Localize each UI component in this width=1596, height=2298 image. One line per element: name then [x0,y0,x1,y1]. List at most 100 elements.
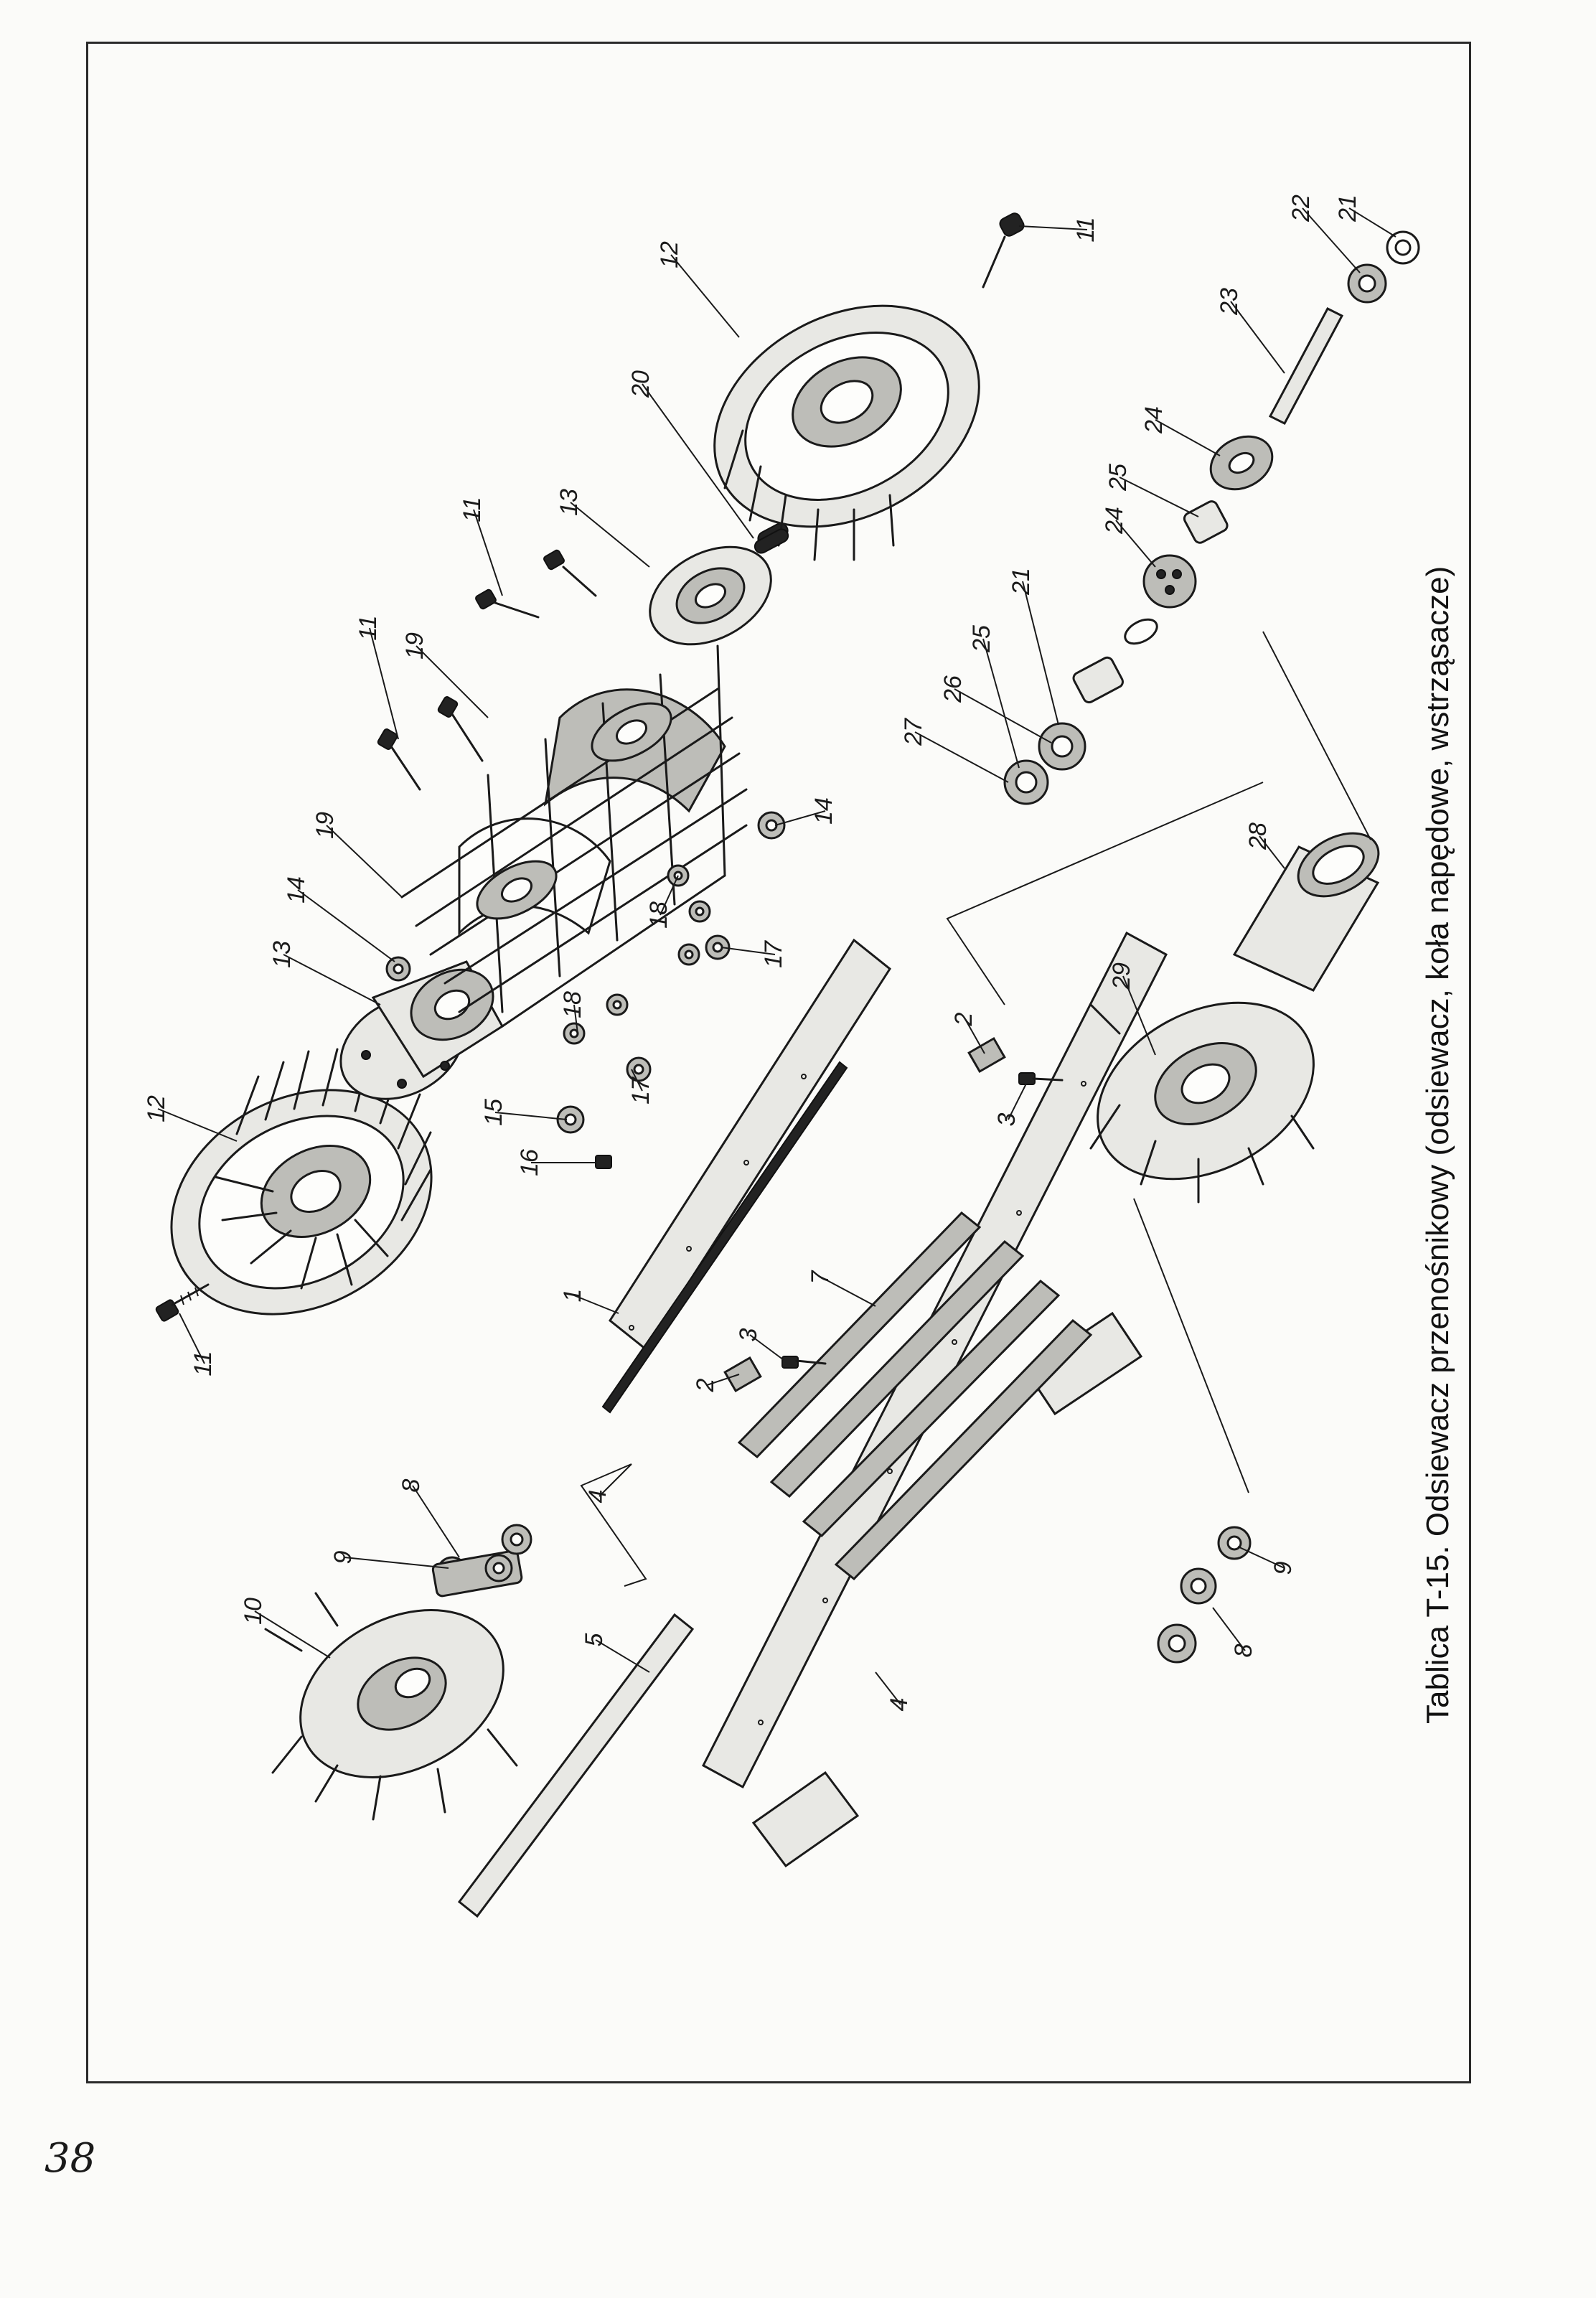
leader-line-p19b [416,645,489,718]
part-label-p3b: 3 [993,1112,1020,1126]
part-label-p25a: 25 [1104,464,1132,492]
nuts-and-washers [385,811,786,1169]
leader-line-p7 [821,1277,876,1307]
leader-line-p21b [1348,207,1396,238]
leader-line-p18a [573,1004,578,1034]
leader-line-p12b [670,254,740,338]
leader-line-p4b [875,1671,901,1705]
leader-line-p11b [369,627,399,740]
part-label-p15: 15 [480,1099,507,1126]
leader-line-p11a [179,1313,205,1364]
part-label-p28: 28 [1244,822,1272,850]
leader-line-p28 [1259,835,1285,869]
part-label-p18b: 18 [645,901,672,929]
part-label-p13b: 13 [555,489,583,516]
leader-line-p4a [598,1463,632,1497]
leader-line-p19a [326,825,403,898]
part-label-p25b: 25 [968,625,995,653]
leader-line-p2a [706,1374,740,1386]
sleeve-28 [1232,832,1380,992]
leader-line-p11c [473,509,503,596]
leader-line-p20 [642,383,754,539]
part-label-p26: 26 [939,675,967,703]
leader-line-p13a [283,954,381,1005]
part-label-p19a: 19 [311,812,339,839]
leader-line-p3b [1008,1083,1027,1120]
leader-line-p9b [1237,1546,1285,1569]
leader-line-p11d [1018,225,1088,230]
drive-wheel-right [713,212,1025,561]
part-label-p8b: 8 [1230,1643,1257,1657]
part-label-p11b: 11 [355,615,382,640]
leader-line-p14a [297,889,395,962]
key-20 [754,528,789,554]
part-label-p13a: 13 [268,941,296,968]
leader-line-p5 [595,1639,650,1673]
bearing-assembly [1003,230,1420,805]
leader-line-p8a [412,1485,460,1558]
part-label-p14a: 14 [283,876,310,904]
part-label-p12b: 12 [656,241,683,268]
part-label-p4b: 4 [886,1698,913,1712]
leader-line-p1 [573,1295,619,1314]
part-label-p16: 16 [516,1149,543,1176]
part-label-p12a: 12 [143,1095,170,1122]
nut-washer-left [431,1524,532,1598]
leader-line-p13b [570,502,650,568]
part-label-p29: 29 [1108,962,1135,990]
leader-line-p2b [964,1018,985,1054]
part-label-p4a: 4 [584,1490,611,1504]
part-label-p11d: 11 [1072,217,1099,242]
part-label-p18a: 18 [559,991,586,1018]
leader-line-p12a [157,1108,238,1142]
drawing-frame [86,42,1471,2083]
sprocket-10 [264,1592,518,1821]
part-label-p11c: 11 [459,497,486,522]
part-label-p17b: 17 [760,940,787,968]
brackets-and-bolts [723,1036,1064,1393]
part-label-p19b: 19 [401,632,428,660]
part-label-p23: 23 [1216,288,1243,316]
leader-line-p21a [1022,581,1059,726]
page-number: 38 [44,2135,96,2182]
leader-line-p3a [749,1334,784,1361]
bolt-11-left [155,1283,210,1322]
part-label-p27: 27 [900,718,927,746]
leader-line-p17a [631,1069,643,1092]
leader-line-p14b [774,810,826,826]
leader-line-p8b [1212,1607,1246,1651]
leader-line-p27 [914,731,1009,783]
part-label-p21b: 21 [1334,194,1361,222]
leader-line-p22 [1302,207,1361,273]
shaker-cage [400,644,748,1028]
part-label-p3a: 3 [735,1328,762,1341]
part-label-p14b: 14 [810,797,837,825]
nut-washer-right [1157,1526,1252,1664]
assembly-lines [580,631,1371,1587]
part-label-p8a: 8 [398,1478,425,1492]
leader-line-p9a [344,1557,449,1569]
leader-line-p24b [1155,419,1221,456]
drive-wheel-left [170,1048,433,1316]
conveyor-frame [601,931,1168,1868]
part-labels: 1223344578899101111111112121313141415161… [143,194,1396,1711]
diagram-caption: Tablica T-15. Odsiewacz przenośnikowy (o… [1420,566,1455,1724]
part-label-p10: 10 [240,1598,267,1625]
shaft-5 [457,1613,695,1918]
leader-line-p24a [1115,520,1156,568]
bolts-11-cage [377,549,597,791]
hub-13-left [339,960,504,1100]
part-label-p17a: 17 [627,1077,654,1105]
part-label-p21a: 21 [1008,568,1035,596]
part-label-p9a: 9 [329,1550,357,1564]
leader-line-p25a [1119,477,1199,517]
part-label-p24a: 24 [1101,507,1128,535]
part-label-p7: 7 [807,1270,834,1284]
leader-line-p15 [494,1112,568,1120]
part-label-p5: 5 [581,1633,608,1646]
leader-line-p26 [954,688,1052,744]
part-label-p9b: 9 [1269,1561,1297,1575]
part-label-p2b: 2 [950,1012,977,1026]
part-label-p2a: 2 [692,1378,719,1392]
